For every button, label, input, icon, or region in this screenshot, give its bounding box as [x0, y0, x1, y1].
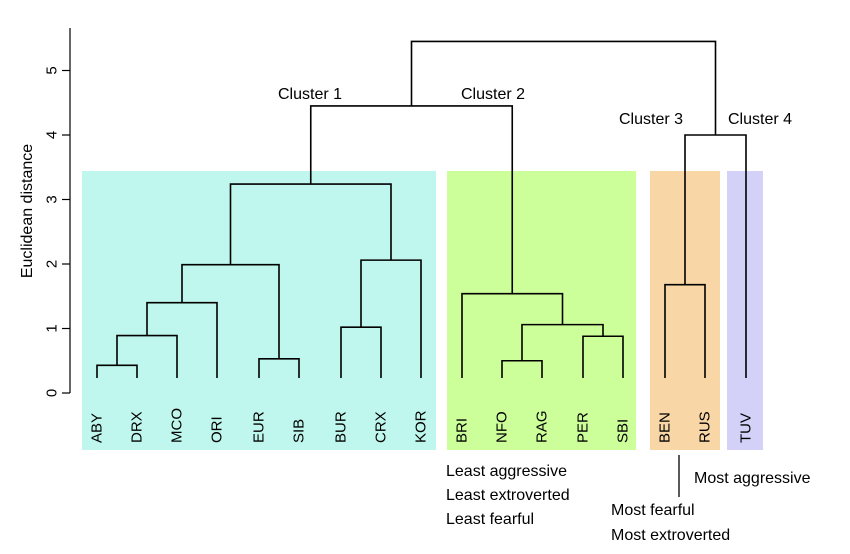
leaf-label-bur: BUR: [333, 411, 350, 443]
leaf-label-drx: DRX: [129, 411, 146, 443]
dendrogram-branches: [96, 40, 747, 378]
leaf-label-nfo: NFO: [494, 411, 511, 443]
leaf-label-tuv: TUV: [738, 413, 755, 443]
cluster-4-region: [727, 171, 763, 450]
least-fearful-annotation: Least fearful: [446, 511, 534, 528]
leaf-labels: ABY DRX MCO ORI EUR SIB BUR CRX KOR BRI NFO RAG PER S…: [89, 408, 755, 443]
cluster-2-region: [447, 171, 636, 450]
dendrogram-branch: [410, 40, 717, 135]
cluster-1-region: [82, 171, 436, 450]
leaf-label-rus: RUS: [697, 411, 714, 443]
leaf-label-rag: RAG: [534, 410, 551, 443]
leaf-label-ben: BEN: [657, 412, 674, 443]
leaf-label-sbi: SBI: [615, 419, 632, 443]
cluster-1-label: Cluster 1: [278, 86, 342, 103]
cluster-3-label: Cluster 3: [619, 111, 683, 128]
y-tick-label: 0: [44, 389, 61, 397]
cluster-4-label: Cluster 4: [728, 111, 792, 128]
leaf-label-mco: MCO: [169, 408, 186, 443]
least-aggressive-annotation: Least aggressive: [446, 463, 567, 480]
most-fearful-annotation: Most fearful: [611, 502, 695, 519]
y-axis-title: Euclidean distance: [19, 144, 36, 278]
y-tick-label: 4: [44, 131, 61, 139]
y-tick-label: 2: [44, 260, 61, 268]
leaf-label-eur: EUR: [251, 411, 268, 443]
y-tick-label: 5: [44, 66, 61, 74]
cluster-2-label: Cluster 2: [461, 86, 525, 103]
leaf-label-kor: KOR: [413, 410, 430, 443]
leaf-label-sib: SIB: [291, 419, 308, 443]
leaf-label-bri: BRI: [454, 418, 471, 443]
y-tick-label: 1: [44, 324, 61, 332]
leaf-label-crx: CRX: [373, 411, 390, 443]
most-extroverted-annotation: Most extroverted: [611, 527, 730, 544]
leaf-label-aby: ABY: [89, 413, 106, 443]
leaf-label-ori: ORI: [209, 416, 226, 443]
y-axis: 0 1 2 3 4 5 Euclidean distance: [19, 28, 71, 397]
least-extroverted-annotation: Least extroverted: [446, 487, 570, 504]
most-aggressive-annotation: Most aggressive: [694, 470, 811, 487]
y-tick-label: 3: [44, 195, 61, 203]
leaf-label-per: PER: [575, 412, 592, 443]
